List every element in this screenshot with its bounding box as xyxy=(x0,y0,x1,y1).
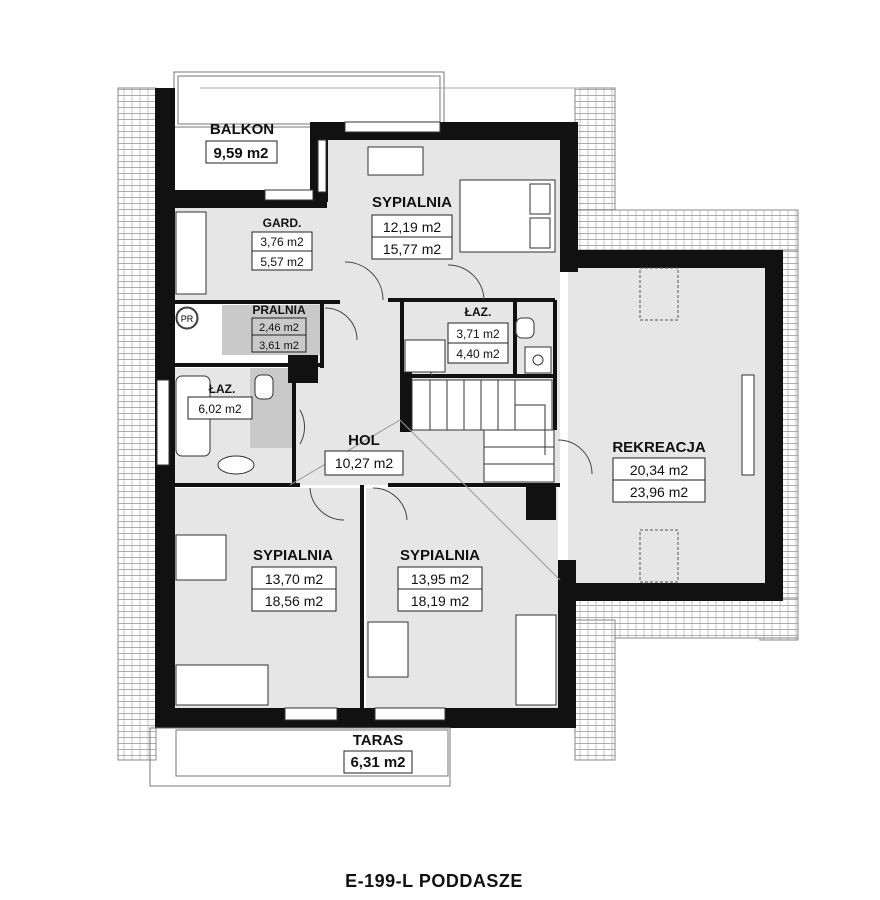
sypialnia-top-area2: 15,77 m2 xyxy=(383,241,442,257)
sypialnia-right-name: SYPIALNIA xyxy=(400,547,480,564)
desk-top xyxy=(367,146,424,176)
desk-left xyxy=(175,534,227,581)
bed-right xyxy=(515,614,557,706)
laz-left-area: 6,02 m2 xyxy=(198,402,242,416)
pralnia-area2: 3,61 m2 xyxy=(259,340,299,352)
pr-symbol xyxy=(176,307,198,329)
pralnia-name: PRALNIA xyxy=(252,303,306,317)
window-laz-left xyxy=(156,379,170,466)
roof-edge-left xyxy=(117,87,157,761)
window-bottom-right xyxy=(374,707,446,721)
sypialnia-right-area2: 18,19 m2 xyxy=(411,593,470,609)
shower-laz xyxy=(404,339,446,373)
bed-left xyxy=(175,664,269,706)
window-bottom-left xyxy=(284,707,338,721)
pr-symbol-text: PR xyxy=(181,314,194,324)
window-top xyxy=(344,121,441,133)
door-swings xyxy=(299,261,593,521)
sink-laz-left xyxy=(217,455,255,475)
toilet-laz-left xyxy=(254,374,274,400)
taras-outline xyxy=(149,727,451,787)
desk-right xyxy=(367,621,409,678)
wardrobe-gard xyxy=(175,211,207,295)
hol-name: HOL xyxy=(348,432,380,449)
wall-rek-right xyxy=(765,250,783,600)
furniture xyxy=(175,146,557,706)
toilet-laz-right xyxy=(515,317,535,339)
balkon-area: 9,59 m2 xyxy=(213,145,268,162)
partitions xyxy=(172,298,560,708)
rekreacja-name: REKREACJA xyxy=(612,439,706,456)
pralnia-area: 2,46 m2 xyxy=(259,322,299,334)
roof-edge-right-bottom xyxy=(574,619,616,761)
laz-right-area2: 4,40 m2 xyxy=(456,347,500,361)
staircase xyxy=(411,379,555,483)
internal-walls xyxy=(288,355,556,520)
taras-area: 6,31 m2 xyxy=(350,754,405,771)
hol-area: 10,27 m2 xyxy=(335,455,394,471)
windows xyxy=(156,121,755,721)
wall-bottom xyxy=(155,708,575,728)
laz-left-name: ŁAZ. xyxy=(209,382,236,396)
sypialnia-left-area2: 18,56 m2 xyxy=(265,593,324,609)
sypialnia-left-name: SYPIALNIA xyxy=(253,547,333,564)
laz-right-area: 3,71 m2 xyxy=(456,327,500,341)
floor-rekreacja xyxy=(568,268,766,583)
sypialnia-right-area: 13,95 m2 xyxy=(411,571,470,587)
window-gard-small xyxy=(264,189,314,201)
wall-right-bottom xyxy=(558,560,576,728)
room-labels: BALKON 9,59 m2 SYPIALNIA 12,19 m2 15,77 … xyxy=(176,121,706,774)
balkon-name: BALKON xyxy=(210,121,274,138)
rekreacja-area2: 23,96 m2 xyxy=(630,484,689,500)
window-rek-right xyxy=(741,374,755,476)
rekreacja-area: 20,34 m2 xyxy=(630,462,689,478)
laz-right-name: ŁAZ. xyxy=(465,305,492,319)
balcony-outline xyxy=(173,71,580,128)
gard-area2: 5,57 m2 xyxy=(260,255,304,269)
sypialnia-top-area: 12,19 m2 xyxy=(383,219,442,235)
gard-name: GARD. xyxy=(263,216,302,230)
wall-rek-bottom xyxy=(558,583,783,601)
wall-right-top xyxy=(560,122,578,272)
roof-edge-rekreacja-top xyxy=(574,209,799,251)
sypialnia-top-name: SYPIALNIA xyxy=(372,194,452,211)
taras-name: TARAS xyxy=(353,732,404,749)
plan-title: E-199-L PODDASZE xyxy=(345,871,523,891)
window-balkon-door xyxy=(317,139,327,193)
wall-rek-top xyxy=(560,250,782,268)
sypialnia-left-area: 13,70 m2 xyxy=(265,571,324,587)
gard-area: 3,76 m2 xyxy=(260,235,304,249)
